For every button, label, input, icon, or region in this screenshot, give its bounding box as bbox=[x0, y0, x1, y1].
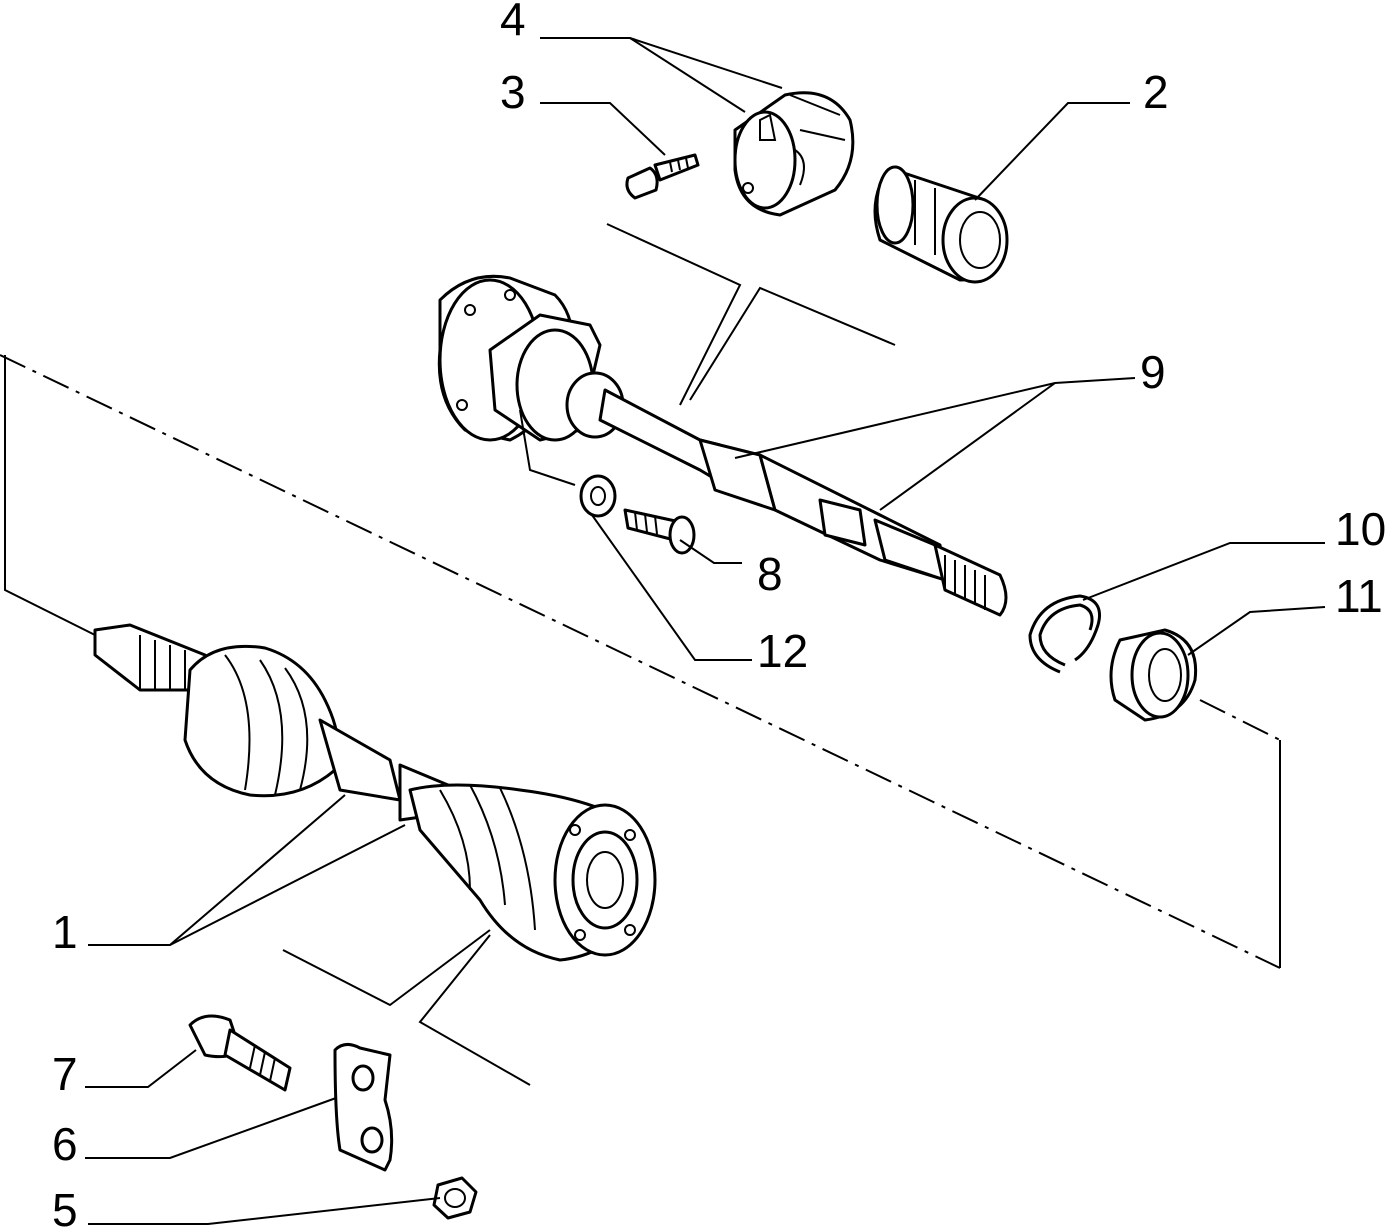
bearing-housing-part bbox=[873, 165, 1009, 284]
callout-3: 3 bbox=[500, 66, 526, 118]
bolt-part-7 bbox=[188, 1014, 292, 1092]
callout-1: 1 bbox=[52, 906, 78, 958]
callout-4: 4 bbox=[500, 0, 526, 45]
assembly-frame bbox=[0, 354, 1281, 969]
snap-ring-part bbox=[1028, 594, 1101, 674]
callout-10: 10 bbox=[1335, 503, 1386, 555]
leader-lines bbox=[85, 37, 1326, 1225]
callout-6: 6 bbox=[52, 1118, 78, 1170]
callout-8: 8 bbox=[757, 548, 783, 600]
bolt-part-8 bbox=[623, 508, 696, 555]
upper-group-bracket bbox=[606, 223, 896, 406]
intermediate-shaft-part bbox=[437, 274, 1008, 617]
callout-12: 12 bbox=[757, 625, 808, 677]
drive-shaft-part bbox=[93, 623, 657, 962]
callout-5: 5 bbox=[52, 1184, 78, 1229]
coupling-flange-part bbox=[733, 91, 855, 217]
callout-2: 2 bbox=[1143, 66, 1169, 118]
lock-plate-part bbox=[333, 1043, 394, 1172]
callout-7: 7 bbox=[52, 1048, 78, 1100]
washer-part bbox=[579, 474, 617, 518]
lower-group-bracket bbox=[282, 929, 531, 1086]
callout-11: 11 bbox=[1335, 570, 1383, 622]
nut-part bbox=[432, 1176, 478, 1220]
bearing-part-11 bbox=[1109, 628, 1198, 722]
callout-9: 9 bbox=[1140, 346, 1166, 398]
bolt-part-3 bbox=[625, 153, 700, 200]
